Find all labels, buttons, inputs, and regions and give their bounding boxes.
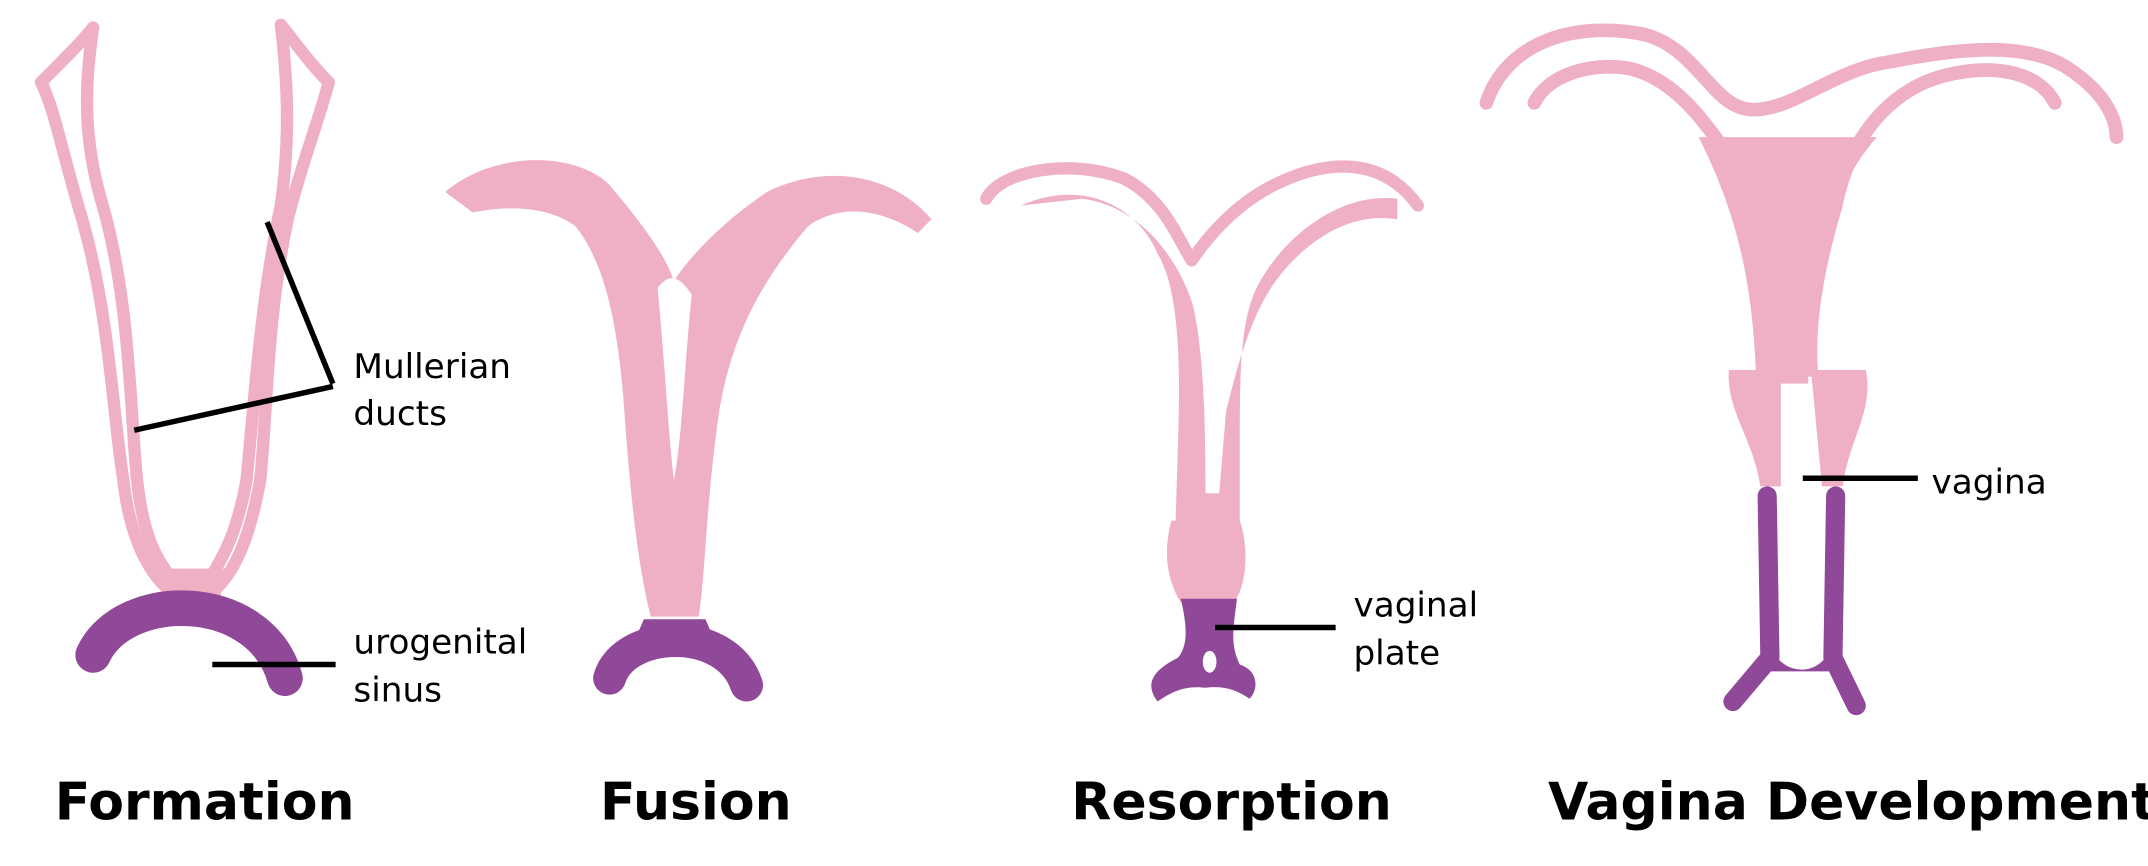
uterus-shape [1698, 137, 1877, 384]
label-sinus: sinus [353, 671, 442, 711]
stage-resorption: vaginal plate Resorption [980, 160, 1478, 832]
stage-title: Resorption [1071, 772, 1392, 832]
stage-fusion: Fusion [445, 160, 932, 832]
vagina-right-wall [1823, 486, 1866, 716]
stage-vagina-development: vagina Vagina Development [1479, 23, 2148, 832]
label-ducts: ducts [353, 394, 447, 434]
label-mullerian: Mullerian [353, 347, 511, 387]
label-vagina: vagina [1932, 462, 2047, 502]
urogenital-sinus-shape [75, 590, 303, 697]
stage-formation: Mullerian ducts urogenital sinus Formati… [34, 18, 527, 832]
vaginal-plate-shape [1151, 598, 1256, 702]
stage-title: Fusion [600, 772, 792, 832]
fused-ducts-shape [445, 160, 932, 617]
stage-title: Vagina Development [1548, 772, 2148, 832]
label-vaginal: vaginal [1353, 586, 1478, 626]
vagina-left-wall [1723, 486, 1780, 712]
label-urogenital: urogenital [353, 623, 527, 663]
label-plate: plate [1353, 634, 1440, 674]
stage-title: Formation [55, 772, 355, 832]
leader-line [264, 221, 336, 385]
mullerian-ducts-drawing [34, 18, 335, 603]
leader-line [133, 383, 334, 433]
